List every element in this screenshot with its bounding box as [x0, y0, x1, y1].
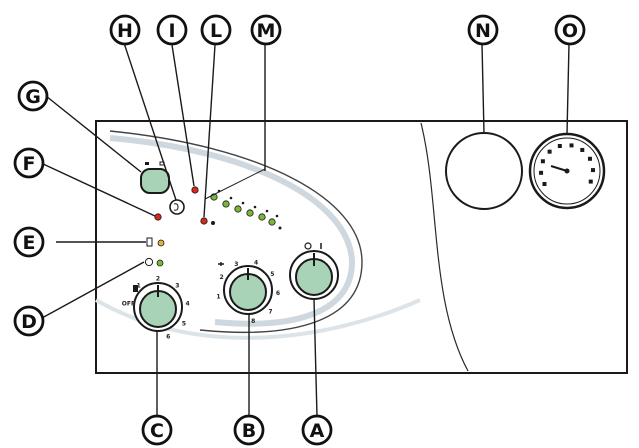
led-f-red [154, 213, 162, 221]
button-h-symbol [173, 203, 179, 211]
callout-labels: A B C D E F G H I L M N O [13, 14, 586, 446]
callout-a: A [301, 414, 333, 446]
led-bar-led [222, 200, 230, 208]
callout-m: M [250, 14, 282, 46]
gauge-tick [588, 179, 593, 184]
gauge-ticks [539, 143, 595, 186]
dial-b-mark: 7 [268, 308, 272, 315]
gauge-tick [580, 147, 585, 152]
led-e-symbol [146, 237, 153, 247]
led-bar-marker [241, 201, 245, 205]
reset-mark-left [145, 162, 149, 165]
led-bar-bracket [204, 168, 266, 200]
callout-label: N [475, 20, 491, 42]
dial-c-mark: 4 [185, 300, 189, 307]
gauge-tick [547, 149, 552, 154]
gauge-needle [550, 165, 568, 172]
led-l-mark [211, 221, 215, 225]
pressure-gauge [528, 132, 606, 210]
led-e [157, 239, 165, 247]
gauge-n [445, 132, 523, 210]
led-bar-led [234, 205, 242, 213]
dial-b-scale: 1 2 3 4 5 6 7 8 [216, 260, 280, 325]
dial-b-mark: 2 [220, 274, 224, 281]
dial-b-mark: 3 [234, 261, 238, 268]
gauge-tick [540, 159, 545, 164]
callout-label: I [168, 20, 175, 42]
gauge-tick [539, 170, 544, 175]
callout-n: N [467, 14, 499, 46]
radiator-icon [218, 262, 224, 266]
panel-swoosh-edge [109, 130, 363, 333]
knob-c[interactable]: OFF 1 2 3 4 5 6 [122, 276, 190, 341]
led-l-red [200, 217, 208, 225]
led-bar-led [268, 218, 276, 226]
led-bar-marker [265, 209, 269, 213]
led-i-red [191, 186, 199, 194]
led-bar-led [246, 209, 254, 217]
dial-c-mark: OFF [122, 300, 135, 307]
dial-c-mark: 2 [156, 276, 160, 283]
dial-b-mark: 1 [216, 294, 220, 301]
led-bar-marker [275, 214, 279, 218]
callout-f: F [13, 147, 45, 179]
callout-b: B [233, 414, 265, 446]
dial-c-mark: 6 [166, 334, 170, 341]
callout-label: L [210, 20, 222, 42]
dial-c-scale: OFF 1 2 3 4 5 6 [122, 276, 190, 341]
callout-o: O [554, 14, 586, 46]
callout-e: E [13, 226, 45, 258]
leader-lines [40, 42, 570, 417]
gauge-tick [587, 156, 592, 161]
dial-c-mark: 3 [175, 283, 179, 290]
panel-divider [420, 122, 469, 372]
led-bar-marker [229, 196, 233, 200]
gauge-tick [542, 182, 547, 186]
gauge-tick [569, 143, 574, 148]
knob-b[interactable]: 1 2 3 4 5 6 7 8 [216, 260, 280, 325]
callout-label: A [310, 420, 325, 442]
callout-label: O [562, 20, 578, 42]
callout-label: B [242, 420, 256, 442]
led-d [156, 259, 164, 267]
dial-c-mark: 5 [182, 321, 186, 328]
dial-b-mark: 5 [270, 271, 274, 278]
gauge-tick [590, 168, 595, 173]
callout-d: D [13, 305, 45, 337]
callout-label: M [257, 20, 276, 42]
dial-b-mark: 8 [251, 318, 255, 325]
panel-swoosh [109, 135, 356, 327]
led-bar-marker [253, 205, 257, 209]
callout-h: H [109, 14, 141, 46]
button-h[interactable] [169, 199, 185, 215]
led-bar-end-mark [278, 226, 282, 230]
callout-c: C [141, 414, 173, 446]
callout-i: I [156, 14, 188, 46]
led-bar-led [258, 213, 266, 221]
temperature-led-bar [210, 189, 282, 230]
dial-b-mark: 4 [254, 260, 258, 267]
dial-b-mark: 6 [276, 290, 280, 297]
callout-label: H [117, 20, 133, 42]
callout-label: E [23, 232, 36, 254]
dial-c-mark: 1 [137, 283, 141, 290]
callout-label: G [25, 86, 41, 108]
callout-label: D [21, 311, 37, 333]
callout-label: F [23, 153, 36, 175]
callout-l: L [200, 14, 232, 46]
tap-icon [133, 285, 138, 292]
knob-a-off-mark [304, 242, 312, 250]
callout-g: G [17, 80, 49, 112]
callout-label: C [150, 420, 164, 442]
led-d-symbol [144, 257, 154, 267]
gauge-tick [557, 144, 562, 149]
